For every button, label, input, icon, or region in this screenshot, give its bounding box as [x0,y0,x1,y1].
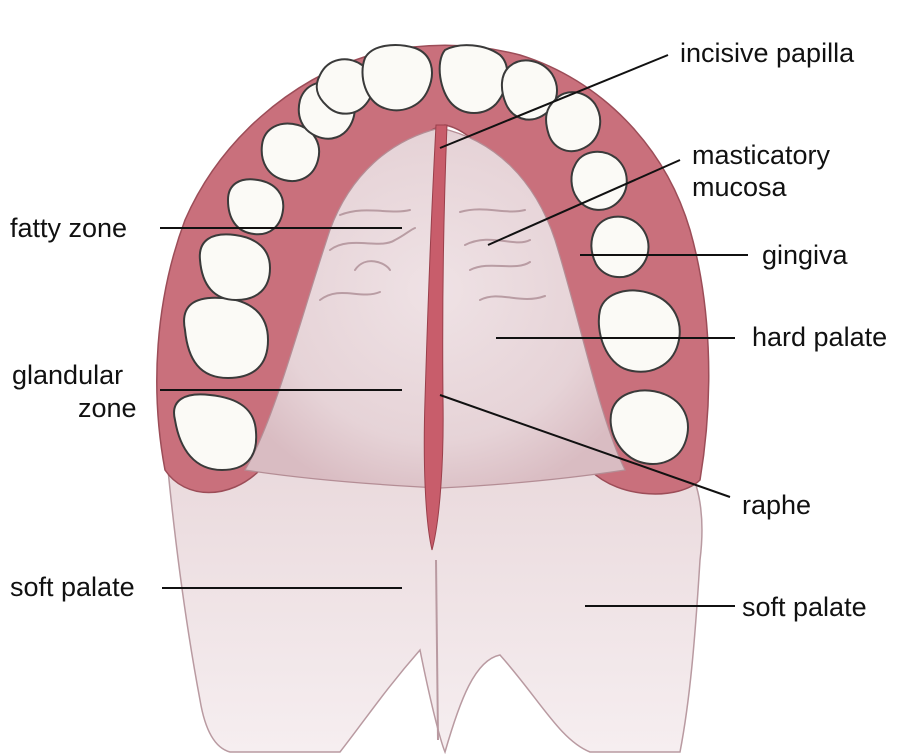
label-fatty-zone: fatty zone [10,213,127,243]
label-soft-palate-left: soft palate [10,572,135,602]
tooth-right-incisor-1 [440,45,508,113]
label-masticatory-mucosa-line2: mucosa [692,172,787,202]
tooth-right-premolar-2 [591,217,648,278]
label-soft-palate-right: soft palate [742,592,867,622]
label-raphe: raphe [742,490,811,520]
tooth-right-premolar-1 [571,152,626,210]
tooth-left-incisor-1 [362,45,431,110]
label-masticatory-mucosa-line1: masticatory [692,140,830,170]
tooth-left-premolar-2 [228,179,283,234]
tooth-right-molar-1 [599,291,680,372]
label-incisive-papilla: incisive papilla [680,38,854,68]
label-glandular-zone-line1: glandular [12,360,123,390]
label-gingiva: gingiva [762,240,848,270]
tooth-left-molar-1 [200,234,270,300]
label-glandular-zone-line2: zone [78,393,137,423]
tooth-left-molar-2 [184,298,268,378]
label-hard-palate: hard palate [752,322,887,352]
